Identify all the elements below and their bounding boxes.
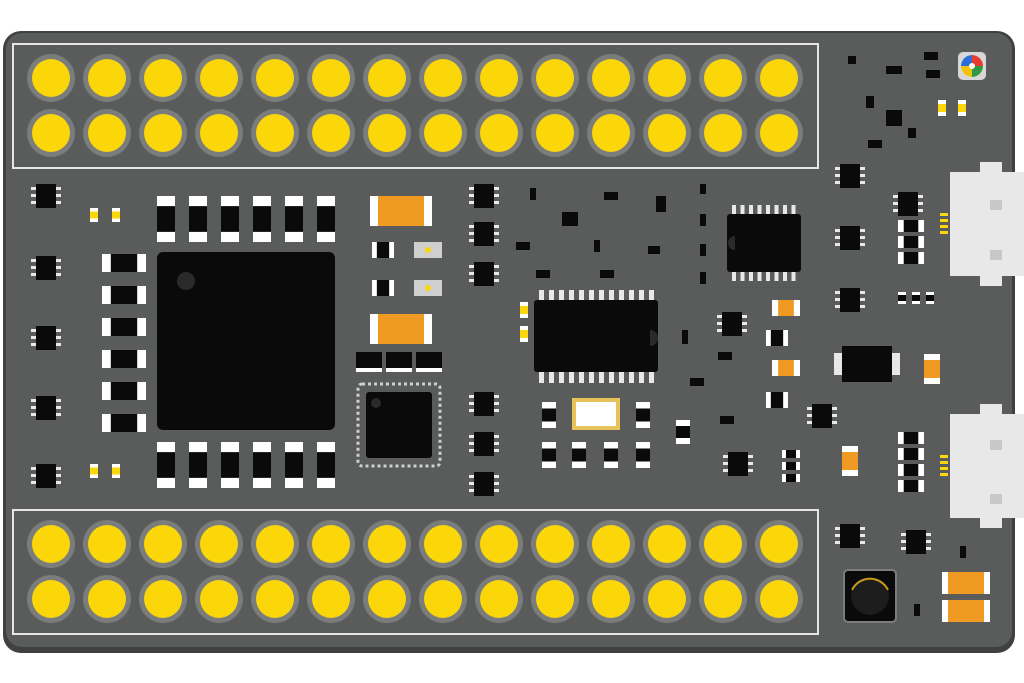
header-pin xyxy=(648,525,686,563)
header-pin xyxy=(536,580,574,618)
header-pin xyxy=(536,114,574,152)
header-pin xyxy=(424,525,462,563)
board-surface xyxy=(6,33,1012,647)
header-pin xyxy=(704,59,742,97)
qfn-chip xyxy=(356,382,442,468)
top-header-outline xyxy=(12,43,819,169)
top-header-pins xyxy=(27,54,803,157)
header-pin xyxy=(32,525,70,563)
header-pin xyxy=(648,114,686,152)
crystal xyxy=(572,398,620,430)
color-wheel-icon xyxy=(958,52,986,80)
header-pin xyxy=(144,580,182,618)
diode-block xyxy=(834,346,900,382)
header-pin xyxy=(144,114,182,152)
header-pin xyxy=(88,59,126,97)
header-pin xyxy=(424,59,462,97)
header-pin xyxy=(256,525,294,563)
header-pin xyxy=(536,59,574,97)
header-pin xyxy=(256,580,294,618)
header-pin xyxy=(592,59,630,97)
header-pin xyxy=(424,114,462,152)
header-pin xyxy=(368,114,406,152)
header-pin xyxy=(760,59,798,97)
header-pin xyxy=(256,114,294,152)
small-soic-chip xyxy=(727,205,801,281)
header-pin xyxy=(32,114,70,152)
header-pin xyxy=(144,525,182,563)
smd-components xyxy=(31,52,966,616)
header-pin xyxy=(704,525,742,563)
header-pin xyxy=(32,59,70,97)
chip-pads xyxy=(102,196,335,488)
header-pin xyxy=(200,580,238,618)
header-pin xyxy=(648,580,686,618)
header-pin xyxy=(760,525,798,563)
header-pin xyxy=(200,59,238,97)
capacitor-orange-2 xyxy=(370,314,432,344)
header-pin xyxy=(312,525,350,563)
header-pin xyxy=(536,525,574,563)
main-chip xyxy=(157,252,335,430)
header-pin xyxy=(144,59,182,97)
header-pin xyxy=(480,114,518,152)
header-pin xyxy=(480,580,518,618)
header-pin xyxy=(704,114,742,152)
header-pin xyxy=(32,580,70,618)
header-pin xyxy=(648,59,686,97)
header-pin xyxy=(480,59,518,97)
header-pin xyxy=(592,580,630,618)
bottom-header-pins xyxy=(27,520,803,623)
header-pin xyxy=(592,525,630,563)
header-pin xyxy=(704,580,742,618)
usb-port-bottom xyxy=(940,404,1024,528)
header-pin xyxy=(760,580,798,618)
header-pin xyxy=(312,580,350,618)
soic-chip xyxy=(534,290,658,383)
header-pin xyxy=(760,114,798,152)
header-pin xyxy=(368,525,406,563)
header-pin xyxy=(592,114,630,152)
header-pin xyxy=(424,580,462,618)
bottom-header-outline xyxy=(12,509,819,635)
header-pin xyxy=(88,525,126,563)
header-pin xyxy=(480,525,518,563)
header-pin xyxy=(200,525,238,563)
capacitor-pair xyxy=(942,572,990,622)
header-pin xyxy=(88,580,126,618)
capacitor-orange-1 xyxy=(370,196,432,226)
header-pin xyxy=(312,114,350,152)
header-pin xyxy=(256,59,294,97)
header-pin xyxy=(88,114,126,152)
tactile-button-icon xyxy=(843,569,897,623)
header-pin xyxy=(312,59,350,97)
usb-port-top xyxy=(940,162,1024,286)
header-pin xyxy=(368,59,406,97)
header-pin xyxy=(368,580,406,618)
header-pin xyxy=(200,114,238,152)
